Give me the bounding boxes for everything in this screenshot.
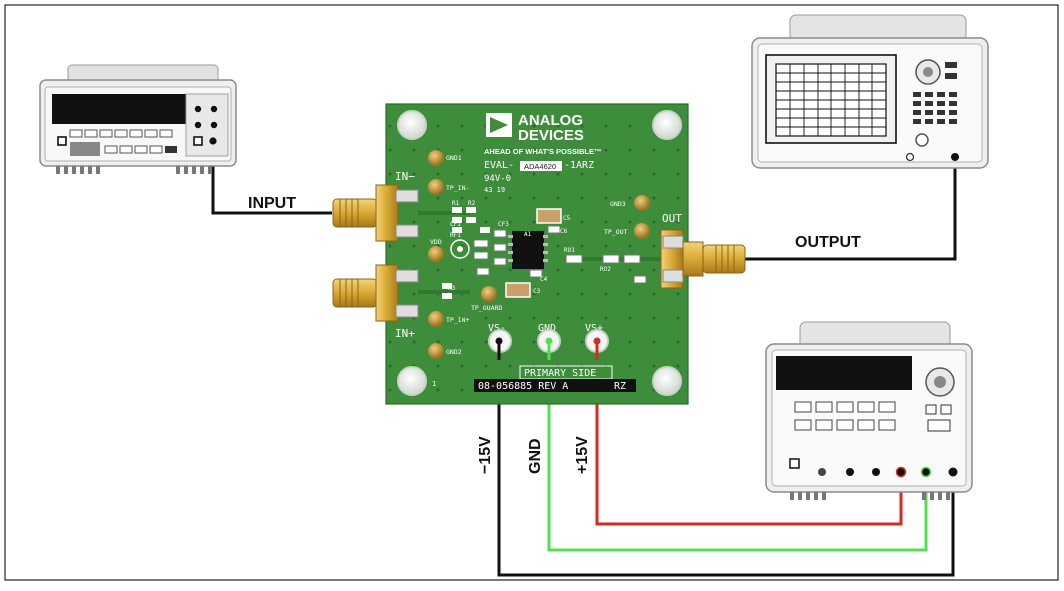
- ref-ro2: RO2: [600, 266, 611, 273]
- sma-in-neg: [332, 184, 419, 242]
- power-supply-icon: [765, 321, 973, 500]
- board-revision: 08-056885 REV A: [478, 381, 568, 392]
- test-points: [428, 150, 650, 359]
- pin-label-gnd: GND: [538, 323, 556, 334]
- tp-label-guard: TP_GUARD: [471, 304, 502, 312]
- pin-label-out: OUT: [662, 212, 682, 225]
- sma-in-pos: [332, 264, 419, 322]
- spectrum-analyzer-icon: [751, 14, 989, 169]
- tp-label-gnd3: GND3: [610, 200, 626, 208]
- tp-label-out: TP_OUT: [604, 228, 628, 236]
- output-wire: [745, 157, 957, 261]
- sma-out: [660, 229, 746, 289]
- tp-label-vdd: VDD: [430, 238, 442, 246]
- brand-tagline: AHEAD OF WHAT'S POSSIBLE™: [484, 147, 601, 156]
- ref-a1: A1: [524, 231, 532, 238]
- board-revision-suffix: RZ: [614, 381, 626, 392]
- ref-ro1: RO1: [564, 247, 575, 254]
- part-prefix: EVAL-: [484, 160, 514, 171]
- ref-c4: C4: [540, 276, 548, 283]
- ref-one: 1: [432, 380, 436, 388]
- chip-name: ADA4620: [524, 162, 556, 171]
- tp-label-gnd2: GND2: [446, 348, 462, 356]
- eval-board: ANALOG DEVICES AHEAD OF WHAT'S POSSIBLE™…: [332, 103, 746, 405]
- part-suffix: -1ARZ: [564, 160, 594, 171]
- tp-label-in-neg: TP_IN-: [446, 184, 469, 192]
- input-label: INPUT: [248, 195, 296, 212]
- pin-label-in-pos: IN+: [395, 327, 415, 340]
- pin-label-in-neg: IN−: [395, 170, 415, 183]
- vpos-wire: [595, 341, 903, 526]
- gnd-label: GND: [527, 438, 544, 474]
- ref-rf1: RF1: [450, 232, 461, 239]
- ref-c6: C6: [560, 228, 568, 235]
- pin-label-vs-pos: VS+: [585, 323, 603, 334]
- tp-label-gnd1: GND1: [446, 154, 462, 162]
- brand-line1: ANALOG: [518, 112, 583, 129]
- primary-side-label: PRIMARY SIDE: [524, 368, 596, 379]
- tp-label-in-pos: TP_IN+: [446, 316, 470, 324]
- ref-r1: R1: [452, 200, 460, 207]
- ref-c3: C3: [533, 288, 541, 295]
- multimeter-icon: [39, 64, 237, 174]
- board-rating: 94V-0: [484, 174, 511, 184]
- brand-line2: DEVICES: [518, 127, 584, 144]
- vneg-wire: [497, 341, 955, 577]
- ref-cf3: CF3: [498, 221, 509, 228]
- ref-r3: R3: [448, 285, 456, 292]
- gnd-wire: [547, 341, 928, 552]
- vneg-label: −15V: [477, 436, 494, 474]
- vpos-label: +15V: [574, 436, 591, 474]
- output-label: OUTPUT: [795, 234, 861, 251]
- components: [442, 207, 647, 299]
- date-code: 43 19: [484, 186, 505, 194]
- ref-cf1: CF1: [450, 221, 461, 228]
- ref-r2: R2: [468, 200, 476, 207]
- ref-c5: C5: [563, 215, 571, 222]
- pin-label-vs-neg: VS-: [488, 323, 506, 334]
